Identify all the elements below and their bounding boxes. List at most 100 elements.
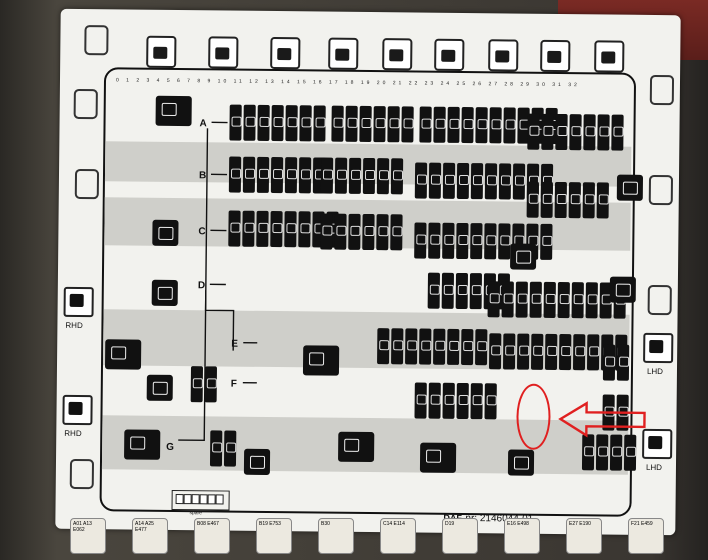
fuse bbox=[284, 211, 297, 248]
fuse bbox=[543, 281, 556, 318]
fuse bbox=[558, 334, 572, 371]
fuse bbox=[597, 114, 610, 151]
fuse bbox=[487, 281, 500, 318]
fuse bbox=[503, 107, 516, 144]
fuse bbox=[447, 328, 460, 365]
relay-g012 bbox=[507, 449, 535, 476]
fuse bbox=[401, 106, 414, 143]
relay-g002 bbox=[155, 95, 192, 127]
fuse bbox=[557, 281, 570, 319]
bus-lines bbox=[178, 121, 258, 442]
fuse bbox=[414, 382, 427, 419]
side-relay-lhd-top bbox=[643, 332, 674, 364]
bottom-code-cell: E16 E498 bbox=[504, 518, 540, 554]
fuse bbox=[602, 344, 616, 381]
bottom-code-cell: A01 A13 E062 bbox=[70, 518, 106, 554]
relay-g010 bbox=[338, 431, 375, 463]
fuse bbox=[470, 383, 483, 420]
fuse bbox=[470, 223, 483, 260]
fuse bbox=[228, 156, 242, 193]
red-arrow-icon bbox=[558, 401, 646, 438]
fuse bbox=[555, 113, 568, 151]
fuse bbox=[405, 328, 418, 365]
side-relay-rhd-bottom bbox=[62, 394, 93, 426]
fuse bbox=[348, 157, 362, 194]
fuse bbox=[223, 430, 237, 467]
fuse bbox=[270, 210, 283, 248]
fuse bbox=[256, 210, 269, 247]
fuse bbox=[419, 328, 432, 365]
fuse bbox=[586, 334, 600, 371]
fuse bbox=[568, 182, 581, 219]
fuse bbox=[456, 382, 469, 420]
bottom-code-cell: B30 bbox=[318, 518, 354, 554]
bottom-code-cell: B19 E753 bbox=[256, 518, 292, 554]
fuse bbox=[362, 213, 375, 251]
fuse bbox=[611, 114, 624, 151]
relay-g011 bbox=[419, 442, 457, 473]
fuse bbox=[447, 106, 460, 143]
fuse bbox=[541, 113, 554, 150]
fuse bbox=[362, 157, 376, 195]
fuse bbox=[623, 434, 637, 471]
fuse bbox=[475, 329, 488, 366]
fuse bbox=[320, 157, 334, 194]
rhd-label-bottom: RHD bbox=[64, 428, 82, 439]
fuse bbox=[243, 104, 256, 141]
relay-g007 bbox=[124, 429, 161, 460]
fuse bbox=[530, 333, 544, 370]
rhd-label-top: RHD bbox=[65, 320, 83, 331]
fuse bbox=[442, 382, 455, 419]
fuse bbox=[501, 281, 514, 318]
fuse bbox=[469, 273, 482, 310]
fuse bbox=[270, 156, 284, 194]
fuse bbox=[228, 210, 241, 247]
fuse bbox=[320, 213, 333, 250]
fuse bbox=[498, 163, 512, 200]
bottom-code-cell: E27 E190 bbox=[566, 518, 602, 554]
fuse bbox=[428, 162, 442, 199]
fuse bbox=[209, 430, 223, 467]
fuse bbox=[348, 213, 361, 250]
spare-label: spare bbox=[189, 510, 203, 517]
fuse bbox=[441, 272, 454, 309]
fuse bbox=[512, 163, 526, 200]
fuse bbox=[427, 272, 440, 309]
fuse bbox=[554, 181, 567, 219]
fuse-diagram-sheet: 0 1 2 3 4 5 6 7 8 9 10 11 12 13 14 15 16… bbox=[55, 8, 681, 536]
bottom-code-cell: A14 A25 E477 bbox=[132, 518, 168, 554]
fuse bbox=[516, 333, 530, 370]
fuse bbox=[331, 105, 344, 142]
relay-g006 bbox=[146, 374, 173, 401]
fuse bbox=[484, 223, 497, 260]
fuse bbox=[455, 272, 468, 310]
fuse bbox=[470, 163, 484, 200]
fuse bbox=[540, 181, 553, 218]
relay-g005 bbox=[151, 279, 178, 307]
fuse bbox=[502, 333, 516, 370]
fuse bbox=[285, 105, 298, 142]
fuse bbox=[529, 281, 542, 318]
fuse bbox=[461, 106, 474, 144]
fuse bbox=[488, 333, 502, 370]
fuse bbox=[377, 328, 390, 365]
fuse bbox=[461, 328, 474, 366]
fuse bbox=[376, 158, 390, 195]
fuse bbox=[484, 163, 498, 200]
fuse bbox=[540, 223, 553, 260]
bottom-code-cell: C14 E114 bbox=[380, 518, 416, 554]
fuse bbox=[390, 214, 403, 251]
fuse bbox=[271, 104, 284, 142]
fuse bbox=[456, 162, 470, 200]
lhd-label-bottom: LHD bbox=[645, 462, 663, 473]
fuse bbox=[428, 382, 441, 419]
fuse bbox=[616, 344, 630, 381]
relay-g004 bbox=[152, 219, 179, 247]
fuse bbox=[585, 282, 598, 319]
fuse bbox=[475, 107, 488, 144]
fuse bbox=[583, 114, 596, 151]
fuse bbox=[498, 223, 511, 260]
fuse bbox=[298, 157, 312, 194]
fuse bbox=[376, 214, 389, 251]
